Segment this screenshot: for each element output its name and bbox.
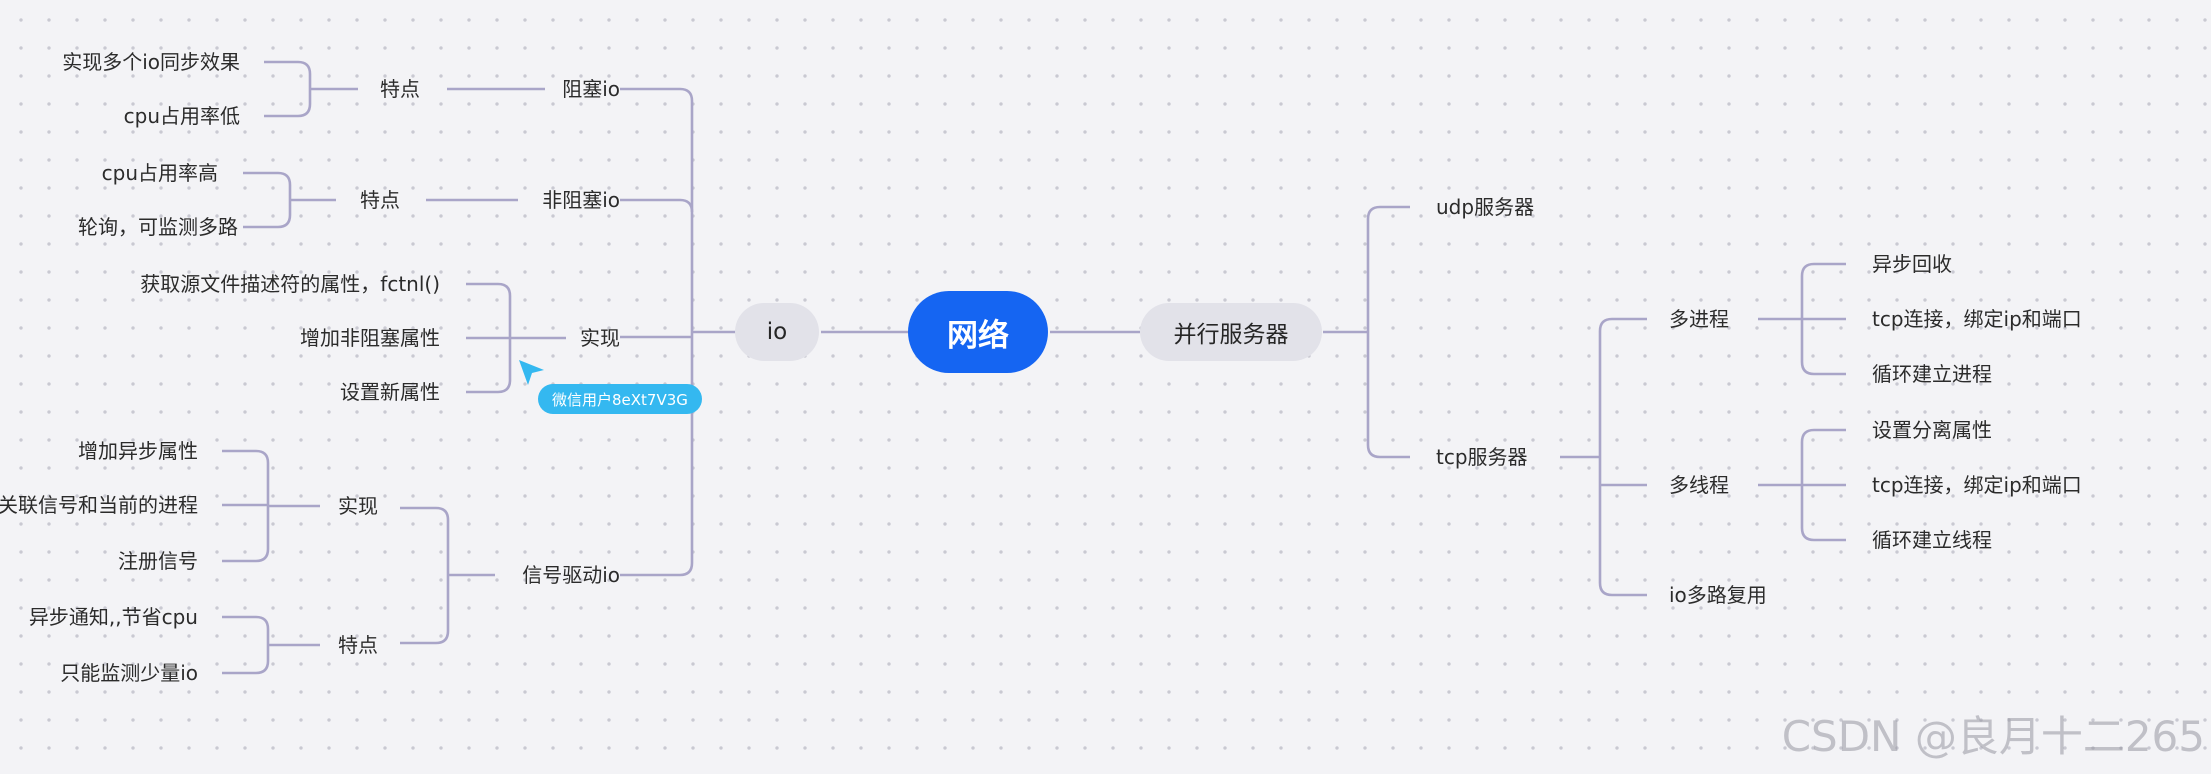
parallel-server-node[interactable]: 并行服务器 (1140, 303, 1322, 361)
multithread-item[interactable]: 循环建立线程 (1872, 528, 1992, 552)
signal-impl-item[interactable]: 增加异步属性 (78, 439, 198, 463)
collaborator-tag: 微信用户8eXt7V3G (538, 384, 702, 414)
parallel-server-label: 并行服务器 (1173, 322, 1289, 348)
multiprocess-item[interactable]: tcp连接，绑定ip和端口 (1872, 307, 2082, 331)
signal-impl-item[interactable]: 注册信号 (118, 549, 198, 573)
blocking-feature-item[interactable]: 实现多个io同步效果 (62, 50, 240, 74)
multiprocess-item[interactable]: 异步回收 (1872, 252, 1952, 276)
io-branch-node[interactable]: io (735, 303, 819, 361)
multithread-node[interactable]: 多线程 (1669, 473, 1729, 497)
multiprocess-node[interactable]: 多进程 (1669, 307, 1729, 331)
signal-feature-node[interactable]: 特点 (338, 633, 378, 657)
signal-impl-item[interactable]: 关联信号和当前的进程 (0, 493, 198, 517)
signal-driven-io-node[interactable]: 信号驱动io (522, 563, 620, 587)
nonblocking-feature-node[interactable]: 特点 (360, 188, 400, 212)
udp-server-node[interactable]: udp服务器 (1436, 195, 1535, 219)
signal-feature-item[interactable]: 只能监测少量io (60, 661, 198, 685)
root-node[interactable]: 网络 (908, 291, 1048, 373)
io-branch-label: io (766, 319, 788, 345)
implementation-item[interactable]: 获取源文件描述符的属性，fctnl() (140, 272, 440, 296)
signal-feature-item[interactable]: 异步通知,,节省cpu (28, 605, 198, 629)
blocking-feature-node[interactable]: 特点 (380, 77, 420, 101)
nonblocking-feature-item[interactable]: cpu占用率高 (101, 161, 218, 185)
multithread-item[interactable]: 设置分离属性 (1872, 418, 1992, 442)
implementation-item[interactable]: 设置新属性 (340, 380, 440, 404)
tcp-server-node[interactable]: tcp服务器 (1436, 445, 1528, 469)
implementation-item[interactable]: 增加非阻塞属性 (300, 326, 440, 350)
implementation-node[interactable]: 实现 (580, 326, 620, 350)
multiprocess-item[interactable]: 循环建立进程 (1872, 362, 1992, 386)
collaborator-cursor (517, 358, 547, 392)
nonblocking-io-node[interactable]: 非阻塞io (542, 188, 620, 212)
signal-impl-node[interactable]: 实现 (338, 494, 378, 518)
blocking-feature-item[interactable]: cpu占用率低 (123, 104, 240, 128)
watermark: CSDN @良月十二265 (1781, 712, 2205, 761)
io-multiplexing-node[interactable]: io多路复用 (1669, 583, 1767, 607)
nonblocking-feature-item[interactable]: 轮询，可监测多路 (78, 215, 238, 239)
cursor-arrow-icon (519, 360, 544, 385)
multithread-item[interactable]: tcp连接，绑定ip和端口 (1872, 473, 2082, 497)
root-label: 网络 (947, 317, 1009, 354)
blocking-io-node[interactable]: 阻塞io (562, 77, 620, 101)
